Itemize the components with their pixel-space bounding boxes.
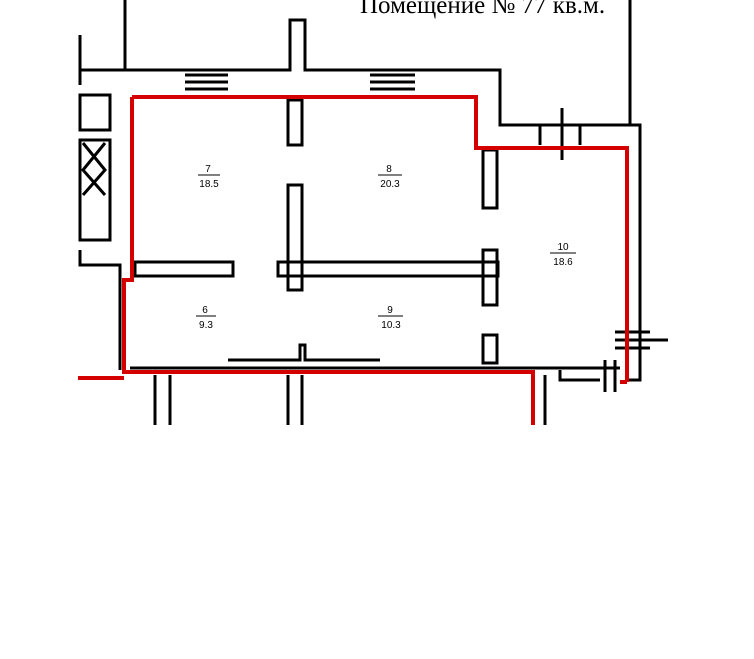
room-area: 18.6	[553, 257, 573, 268]
room-7: 7 18.5	[198, 164, 220, 190]
partition	[286, 183, 304, 292]
wall-segment	[286, 375, 304, 425]
room-area: 18.5	[199, 179, 219, 190]
room-area: 10.3	[381, 320, 401, 331]
premises-outline	[78, 95, 629, 425]
room-area: 20.3	[380, 179, 400, 190]
room-labels: 7 18.5 8 20.3 10 18.6 6 9.3 9 10.3	[196, 164, 576, 331]
room-area: 9.3	[199, 320, 213, 331]
room-number: 10	[557, 242, 569, 253]
partition	[286, 98, 304, 147]
partition	[276, 260, 500, 278]
room-number: 9	[387, 305, 393, 316]
partition	[481, 333, 499, 365]
wall-segment	[543, 370, 600, 425]
outline-left-bottom	[122, 97, 535, 425]
room-number: 7	[205, 164, 211, 175]
room-number: 6	[202, 305, 208, 316]
wall-segment	[153, 375, 172, 425]
room-8: 8 20.3	[378, 164, 402, 190]
window-east	[615, 330, 668, 350]
walls	[78, 0, 668, 425]
partition	[481, 248, 499, 307]
room-10: 10 18.6	[550, 242, 576, 268]
room-number: 8	[386, 164, 392, 175]
wall-segment	[125, 0, 632, 127]
window-top-right	[370, 73, 415, 91]
wall-segment	[78, 93, 112, 132]
window-top-left	[185, 73, 228, 91]
lift-shaft	[78, 138, 112, 242]
partition	[481, 148, 499, 210]
premises-title: Помещение № 77 кв.м.	[360, 0, 606, 19]
room-9: 9 10.3	[378, 305, 403, 331]
wall-segment	[625, 0, 642, 382]
partition	[133, 260, 235, 278]
lift-cross	[81, 142, 107, 196]
wall-segment	[228, 343, 380, 362]
outline-top-right	[132, 95, 629, 384]
room-6: 6 9.3	[196, 305, 216, 331]
column	[603, 360, 617, 392]
window-right	[538, 108, 582, 160]
wall-segment	[78, 250, 122, 370]
wall-segment	[78, 0, 127, 72]
